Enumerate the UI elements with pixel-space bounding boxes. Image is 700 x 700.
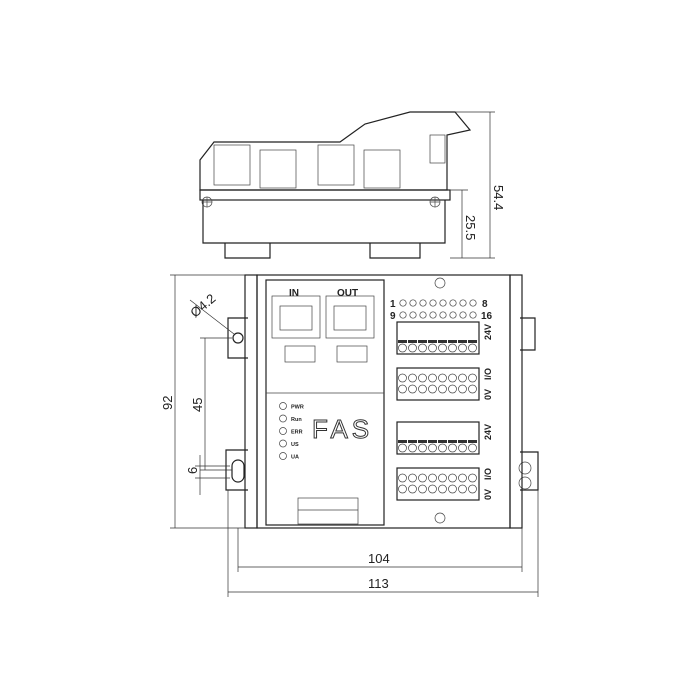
ch-row1-end: 8 bbox=[482, 299, 488, 310]
logo: FAS bbox=[312, 414, 373, 444]
terminal-block bbox=[396, 421, 480, 455]
side-view: 54.4 25.5 bbox=[199, 111, 506, 259]
channel-led bbox=[439, 299, 447, 307]
channel-led bbox=[419, 311, 427, 319]
led-label: Run bbox=[291, 417, 302, 423]
screw-icon bbox=[434, 277, 446, 289]
channel-led bbox=[409, 299, 417, 307]
block-label: 0V bbox=[483, 489, 493, 500]
block-label: 0V bbox=[483, 389, 493, 400]
block-label: I/O bbox=[483, 468, 493, 480]
dim-hole-diameter: Ø4.2 bbox=[187, 291, 218, 321]
dim-hole-spacing: 45 bbox=[190, 398, 205, 412]
led-label: UA bbox=[291, 455, 299, 461]
channel-led bbox=[459, 299, 467, 307]
port-out-label: OUT bbox=[337, 288, 358, 299]
terminal-block bbox=[396, 367, 480, 401]
channel-led bbox=[469, 311, 477, 319]
channel-led bbox=[419, 299, 427, 307]
port-in-label: IN bbox=[289, 288, 299, 299]
channel-led bbox=[449, 311, 457, 319]
ch-row2-start: 9 bbox=[390, 311, 396, 322]
dim-height-total: 54.4 bbox=[491, 185, 506, 210]
led-label: PWR bbox=[291, 405, 304, 411]
block-label: 24V bbox=[483, 424, 493, 440]
block-label: I/O bbox=[483, 368, 493, 380]
channel-led bbox=[429, 311, 437, 319]
channel-led bbox=[399, 299, 407, 307]
channel-led bbox=[449, 299, 457, 307]
channel-led bbox=[469, 299, 477, 307]
channel-led bbox=[409, 311, 417, 319]
terminal-block bbox=[396, 321, 480, 355]
mount-hole bbox=[232, 332, 244, 344]
terminal-block bbox=[396, 467, 480, 501]
dim-height-base: 25.5 bbox=[463, 215, 478, 240]
led-indicator bbox=[279, 414, 287, 423]
ground-screw-icon bbox=[518, 461, 532, 475]
channel-led bbox=[429, 299, 437, 307]
led-label: US bbox=[291, 442, 299, 448]
led-label: ERR bbox=[291, 430, 303, 436]
dim-width-total: 113 bbox=[368, 576, 389, 591]
led-indicator bbox=[279, 452, 287, 460]
block-label: 24V bbox=[483, 324, 493, 340]
ch-row1-start: 1 bbox=[390, 299, 396, 310]
channel-led bbox=[399, 311, 407, 319]
channel-led bbox=[439, 311, 447, 319]
ch-row2-end: 16 bbox=[481, 311, 493, 322]
mount-slot bbox=[231, 459, 245, 483]
dim-slot: 6 bbox=[185, 467, 200, 474]
led-indicator bbox=[279, 402, 287, 410]
dim-width-inner: 104 bbox=[368, 551, 390, 566]
led-indicator bbox=[279, 427, 287, 435]
led-indicator bbox=[279, 439, 287, 448]
screw-icon bbox=[434, 512, 446, 524]
dim-height: 92 bbox=[160, 396, 175, 410]
channel-led bbox=[459, 311, 467, 319]
